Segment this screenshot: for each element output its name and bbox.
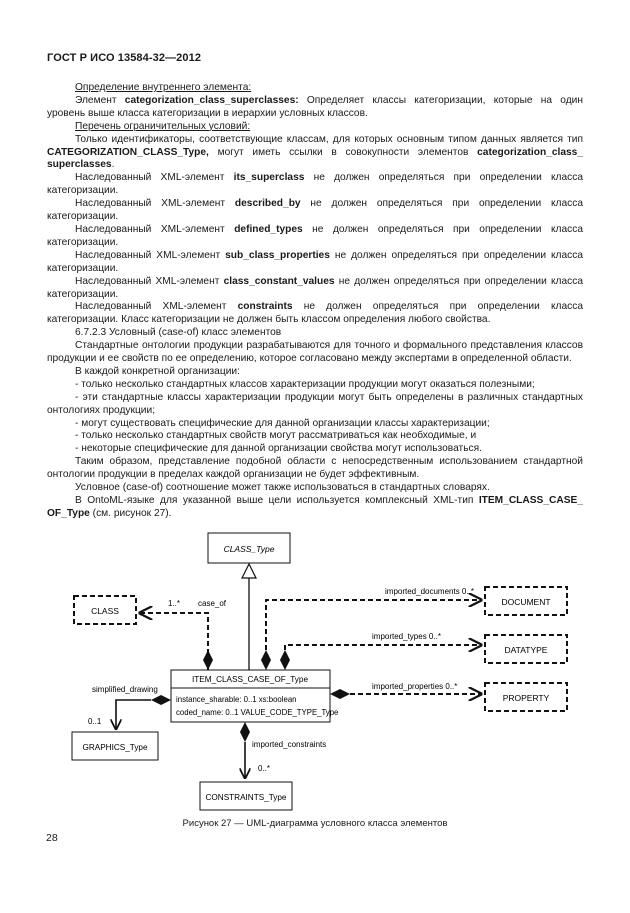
imported-properties-label: imported_properties 0..* xyxy=(372,682,457,691)
bold-term: categorization_class_superclasses: xyxy=(124,94,299,106)
simplified-drawing-mult: 0..1 xyxy=(88,717,102,726)
class-label: CLASS xyxy=(91,606,119,616)
text-run: Наследованный XML-элемент xyxy=(75,198,235,210)
bold-term: defined_types xyxy=(234,223,303,235)
constraints-type-box xyxy=(199,781,293,811)
case-of-label: case_of xyxy=(198,599,227,608)
imported-constraints-mult: 0..* xyxy=(258,764,270,773)
text-run: В OntoML-языке для указанной выше цели и… xyxy=(75,495,479,506)
paragraph: Элемент categorization_class_superclasse… xyxy=(47,95,583,121)
paragraph: Наследованный XML-элемент constraints не… xyxy=(47,301,583,327)
text-run: Элемент xyxy=(75,94,125,106)
text-run: Наследованный XML-элемент xyxy=(75,223,235,235)
datatype-box xyxy=(484,634,568,664)
case-of-line xyxy=(140,613,209,670)
paragraph: - только несколько стандартных классов х… xyxy=(75,378,535,390)
paragraph-underlined-text: Определение внутреннего элемента: xyxy=(75,82,252,93)
document-label: DOCUMENT xyxy=(501,597,550,607)
paragraph: - только несколько стандартных свойств м… xyxy=(75,430,477,442)
simplified-drawing-label: simplified_drawing xyxy=(92,685,158,694)
imported-constraints-label: imported_constraints xyxy=(252,740,326,749)
case-of-diamond xyxy=(203,650,213,670)
property-box xyxy=(484,682,568,712)
class-box xyxy=(73,595,137,625)
document-header: ГОСТ Р ИСО 13584-32—2012 xyxy=(47,52,202,64)
bold-term: described_by xyxy=(234,198,301,210)
imported-constraints-diamond xyxy=(240,722,250,742)
bold-term: its_superclass xyxy=(233,172,305,184)
graphics-type-label: GRAPHICS_Type xyxy=(82,743,148,752)
bold-term: CATEGORIZATION_CLASS_Type, xyxy=(47,146,209,158)
paragraph: Таким образом, представление подобной об… xyxy=(47,456,583,481)
simplified-drawing-diamond xyxy=(151,695,171,705)
paragraph: - некоторые специфические для данной орг… xyxy=(75,443,482,455)
text-run: Наследованный XML-элемент xyxy=(75,249,226,261)
bold-term: constraints xyxy=(237,301,293,313)
paragraph: - могут существовать специфические для д… xyxy=(75,417,490,429)
paragraph: В каждой конкретной организации: xyxy=(75,365,240,377)
text-run: не должен определяться при определении к… xyxy=(47,172,584,197)
imported-documents-diamond xyxy=(261,650,271,670)
text-run: Определяет классы категоризации, которые… xyxy=(47,94,583,119)
text-run: Наследованный XML-элемент xyxy=(75,275,224,287)
paragraph: Определение внутреннего элемента: xyxy=(47,82,583,95)
paragraph: Наследованный XML-элемент class_constant… xyxy=(47,276,583,302)
figure-caption: Рисунок 27 — UML-диаграмма условного кла… xyxy=(182,818,448,829)
graphics-type-box xyxy=(71,731,159,761)
page-number: 28 xyxy=(46,832,58,844)
generalization-triangle xyxy=(241,562,257,579)
imported-types-diamond xyxy=(280,650,290,670)
paragraph: Наследованный XML-элемент described_by н… xyxy=(47,198,583,224)
text-run: Наследованный XML-элемент xyxy=(75,172,234,184)
paragraph: Наследованный XML-элемент its_superclass… xyxy=(47,172,583,198)
paragraph: Перечень ограничительных условий: xyxy=(47,121,583,134)
uml-diagram: CLASS_Type CLASS 1..* case_of DOCUMENT i… xyxy=(71,532,568,811)
paragraph-underlined-text: Перечень ограничительных условий: xyxy=(75,120,251,132)
text-run: Наследованный XML-элемент xyxy=(75,301,238,313)
paragraph: - эти стандартные классы характеризации … xyxy=(47,391,583,416)
text-run: не должен определяться при определении к… xyxy=(47,223,583,248)
paragraph: 6.7.2.3 Условный (case-of) класс элемент… xyxy=(75,327,282,339)
paragraph: Стандартные онтологии продукции разрабат… xyxy=(47,340,583,365)
text-run: . xyxy=(111,159,115,171)
imported-documents-label: imported_documents 0..* xyxy=(385,587,474,596)
text-run: не должен определяться при определении к… xyxy=(47,249,583,274)
paragraph: Наследованный XML-элемент defined_types … xyxy=(47,224,583,250)
imported-properties-diamond xyxy=(330,689,350,699)
bold-term: sub_class_properties xyxy=(225,249,330,261)
bold-term: categorization_class_ superclasses xyxy=(47,146,583,171)
text-run: (см. рисунок 27). xyxy=(89,507,172,519)
paragraph: В OntoML-языке для указанной выше цели и… xyxy=(47,495,583,521)
main-class-attr-2: coded_name: 0..1 VALUE_CODE_TYPE_Type xyxy=(176,708,338,717)
case-of-mult: 1..* xyxy=(168,599,180,608)
text-run: не должен определяться при определении к… xyxy=(47,301,584,326)
body-text: Определение внутреннего элемента:Элемент… xyxy=(47,82,583,521)
text-run: Только идентификаторы, соответствующие к… xyxy=(75,133,583,145)
property-label: PROPERTY xyxy=(503,693,550,703)
simplified-drawing-line xyxy=(116,699,151,729)
imported-types-label: imported_types 0..* xyxy=(372,632,441,641)
main-class-box xyxy=(170,669,331,723)
imported-documents-line xyxy=(265,600,481,650)
imported-types-line xyxy=(284,645,481,650)
constraints-type-label: CONSTRAINTS_Type xyxy=(206,793,287,802)
paragraph: Условное (case-of) соотношение может так… xyxy=(75,482,490,494)
bold-term: ITEM_CLASS_CASE_ OF_Type xyxy=(47,495,583,519)
paragraph: Только идентификаторы, соответствующие к… xyxy=(47,134,583,173)
text-run: не должен определяться при определении к… xyxy=(47,275,584,300)
text-run: не должен определяться при определении к… xyxy=(47,198,584,223)
main-class-attr-1: instance_sharable: 0..1 xs:boolean xyxy=(176,695,297,704)
document-box xyxy=(484,586,568,616)
class-type-label: CLASS_Type xyxy=(224,544,275,554)
text-run: могут иметь ссылки в совокупности элемен… xyxy=(208,146,478,158)
datatype-label: DATATYPE xyxy=(505,645,548,655)
main-class-label: ITEM_CLASS_CASE_OF_Type xyxy=(192,675,308,684)
paragraph: Наследованный XML-элемент sub_class_prop… xyxy=(47,250,583,276)
bold-term: class_constant_values xyxy=(223,275,335,287)
